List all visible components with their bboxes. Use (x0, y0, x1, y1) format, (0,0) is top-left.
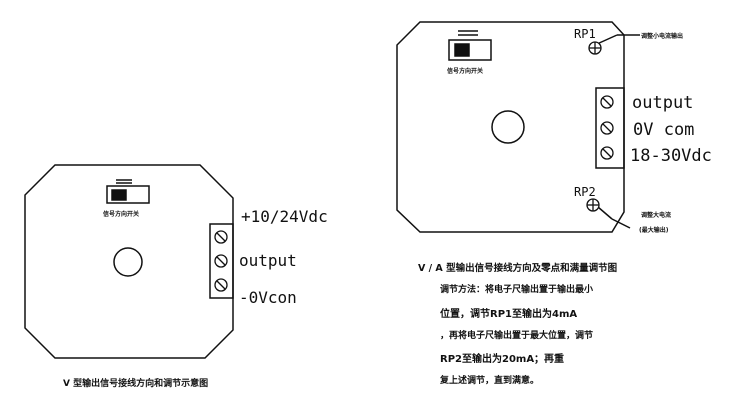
right-terminal-0v: 0V com (633, 120, 694, 140)
rp1-note: 调整小电流输出 (641, 32, 683, 40)
left-terminal-0v: -0Vcon (239, 288, 297, 307)
terminal-block (209, 223, 234, 299)
direction-switch (106, 185, 150, 204)
right-terminal-power: 18-30Vdc (630, 146, 712, 166)
instruction-line: 位置，调节RP1至输出为4mA (440, 307, 577, 320)
right-caption: V / A 型输出信号接线方向及零点和满量调节图 (418, 262, 617, 274)
rp1-label: RP1 (574, 27, 596, 41)
left-terminal-output: output (239, 251, 297, 270)
terminal-block (595, 87, 625, 169)
right-switch-label: 信号方向开关 (447, 67, 483, 75)
instruction-line: 复上述调节，直到满意。 (439, 374, 539, 386)
left-terminal-screws (214, 230, 228, 292)
right-board (396, 21, 640, 233)
left-caption: V 型输出信号接线方向和调节示意图 (63, 377, 208, 389)
instruction-line: ，再将电子尺输出置于最大位置，调节 (440, 329, 593, 341)
adjustment-instructions: 调节方法：将电子尺输出置于输出最小 位置，调节RP1至输出为4mA ，再将电子尺… (439, 283, 593, 386)
mount-hole (113, 247, 143, 277)
right-terminal-output: output (632, 93, 693, 113)
direction-switch (448, 39, 492, 61)
mount-hole (491, 110, 525, 144)
left-board (24, 164, 234, 359)
instruction-line: RP2至输出为20mA；再重 (440, 352, 564, 365)
instruction-line: 调节方法：将电子尺输出置于输出最小 (440, 283, 593, 295)
rp2-label: RP2 (574, 185, 596, 199)
left-terminal-power: +10/24Vdc (241, 207, 328, 226)
left-switch-label: 信号方向开关 (103, 210, 139, 218)
right-terminal-screws (600, 95, 614, 160)
rp-potentiometers (586, 41, 602, 212)
rp2-note-2: (最大输出) (639, 226, 669, 234)
rp2-note-1: 调整大电流 (641, 211, 671, 219)
